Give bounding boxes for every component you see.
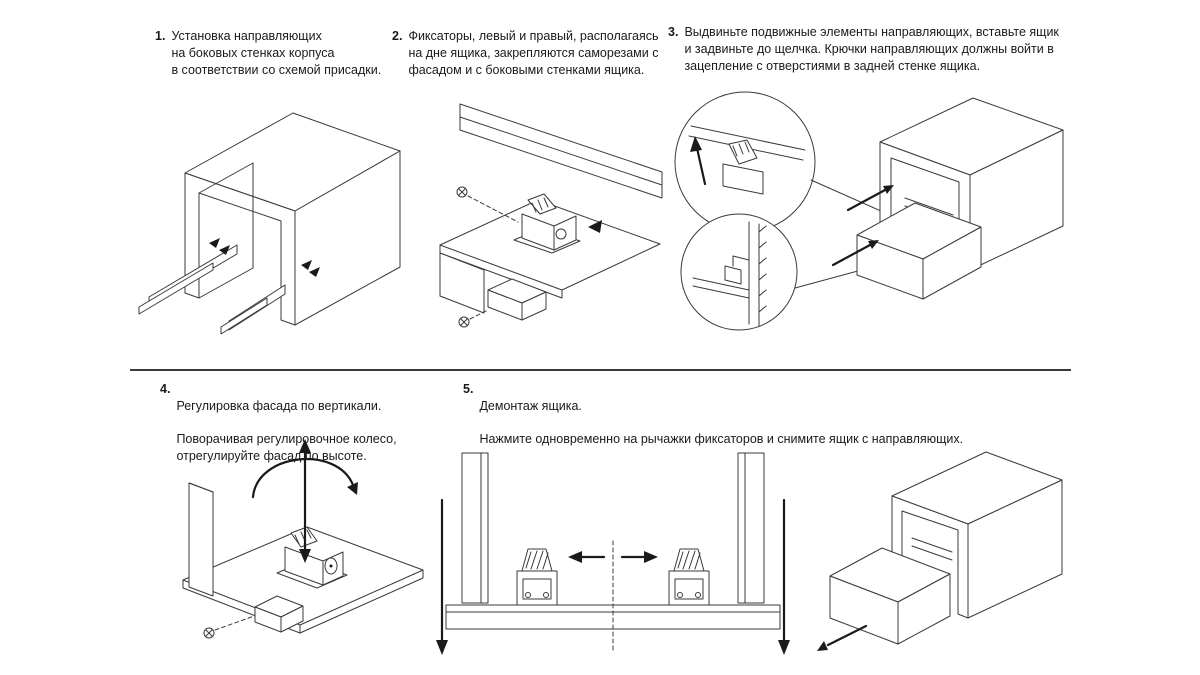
drawer-side-panel-drawing [459, 103, 663, 199]
remove-down-arrow-left [436, 498, 448, 655]
illustration-step2-fixator-mounting [439, 103, 663, 328]
cabinet-drawing [879, 97, 1064, 271]
facade-panel-drawing [439, 252, 485, 314]
screw-icon [203, 614, 258, 639]
drawer-drawing [856, 202, 982, 300]
step-title: Регулировка фасада по вертикали. [176, 398, 382, 413]
step-number: 1. [155, 29, 166, 43]
callout-circle-hook [680, 213, 798, 331]
left-rail-drawing [138, 244, 238, 315]
right-rail-drawing [220, 284, 286, 335]
fixator-right-drawing [668, 548, 710, 606]
drawer-drawing [829, 547, 951, 645]
step-number: 5. [463, 382, 474, 396]
step-3: 3. Выдвиньте подвижные элементы направля… [668, 24, 1059, 74]
illustration-step5-release-levers [436, 452, 790, 655]
screw-icon-top [456, 186, 519, 223]
vertical-adjust-arrow-icon [299, 439, 311, 563]
screw-icon-bottom [458, 309, 489, 328]
step-text: Установка направляющих на боковых стенка… [171, 29, 382, 77]
press-arrow-left-icon [568, 551, 606, 563]
callout-circle-latch [674, 91, 816, 233]
rotate-arrow-icon [251, 458, 358, 499]
press-arrow-right-icon [620, 551, 658, 563]
fixator-drawing [513, 193, 581, 254]
pointer-arrow [588, 220, 602, 233]
step-text: Выдвиньте подвижные элементы направляющи… [684, 25, 1059, 73]
remove-down-arrow-right [778, 498, 790, 655]
step-number: 2. [392, 29, 403, 43]
fixator-left-drawing [516, 548, 558, 606]
adjustment-device-drawing [276, 526, 348, 589]
section-divider [130, 369, 1071, 371]
facade-block-drawing [487, 278, 547, 321]
side-panel-right-drawing [737, 452, 765, 604]
cabinet-drawing [184, 112, 401, 326]
remove-arrow-icon [817, 624, 868, 651]
facade-block-drawing [254, 595, 304, 633]
step-4: 4. Регулировка фасада по вертикали. Пово… [160, 381, 397, 482]
cabinet-drawing [891, 451, 1063, 619]
illustration-step1-cabinet-with-rails [138, 112, 401, 335]
step-5: 5. Демонтаж ящика. Нажмите одновременно … [463, 381, 963, 465]
screw-marker-icons [209, 238, 320, 277]
step-number: 3. [668, 25, 679, 39]
illustration-step5-remove-drawer [817, 451, 1063, 651]
step-number: 4. [160, 382, 171, 396]
illustration-step3-insert-drawer [674, 91, 1064, 331]
insert-arrow-icons [831, 185, 894, 267]
side-panel-left-drawing [461, 452, 489, 604]
step-1: 1. Установка направляющих на боковых сте… [155, 28, 381, 78]
step-2: 2. Фиксаторы, левый и правый, располагая… [392, 28, 659, 78]
step-text: Нажмите одновременно на рычажки фиксатор… [479, 432, 964, 447]
illustration-step4-adjustment-wheel [182, 439, 424, 639]
step-title: Демонтаж ящика. [479, 398, 582, 413]
facade-panel-drawing [188, 482, 214, 597]
callout-pointer-line-1 [810, 179, 891, 216]
step-text: Фиксаторы, левый и правый, располагаясь … [408, 29, 659, 77]
step-text: Поворачивая регулировочное колесо, отрег… [176, 432, 397, 463]
